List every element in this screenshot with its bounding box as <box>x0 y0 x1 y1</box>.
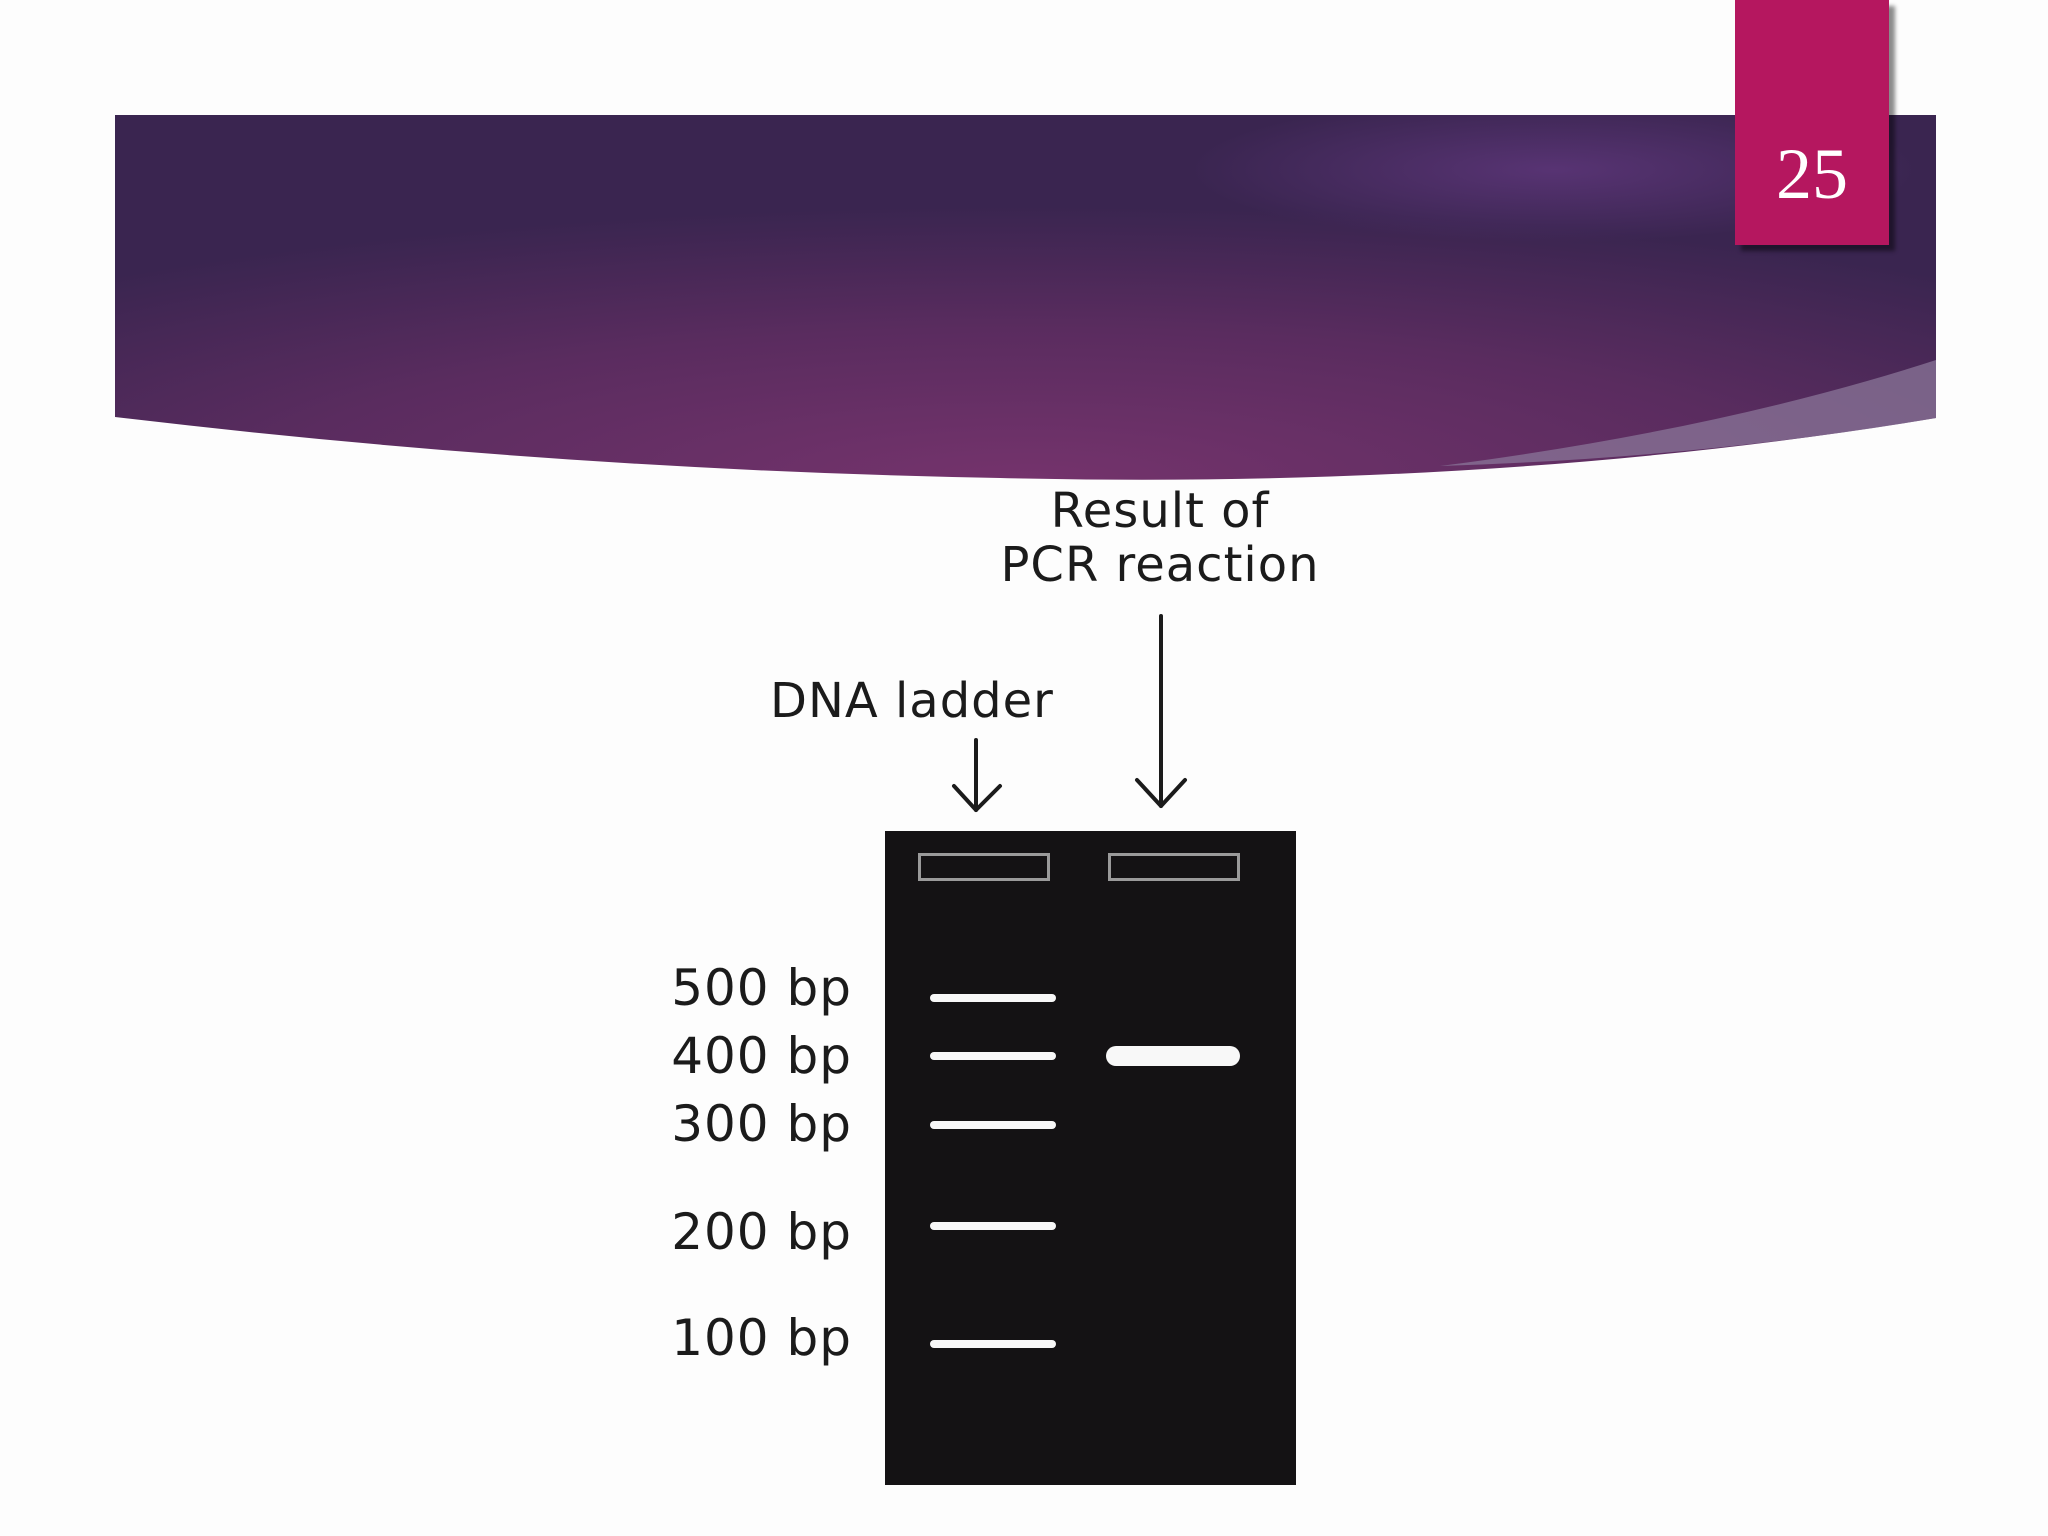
ladder-band-100 <box>930 1340 1056 1348</box>
page-number-badge: 25 <box>1735 0 1889 245</box>
pcr-product-band <box>1106 1046 1240 1066</box>
ladder-size-300: 300 bp <box>671 1095 852 1153</box>
ladder-size-100: 100 bp <box>671 1309 852 1367</box>
dna-ladder-label: DNA ladder <box>770 673 1054 729</box>
agarose-gel <box>885 831 1296 1485</box>
down-arrow-icon <box>952 738 1002 812</box>
ladder-band-300 <box>930 1121 1056 1129</box>
page-number: 25 <box>1776 134 1848 214</box>
title-banner <box>115 115 1936 480</box>
down-arrow-icon <box>1135 614 1187 808</box>
pcr-label-line-1: Result of <box>1050 483 1270 539</box>
pcr-result-label: Result of PCR reaction <box>950 484 1370 592</box>
ladder-size-200: 200 bp <box>671 1203 852 1261</box>
ladder-size-500: 500 bp <box>671 959 852 1017</box>
ladder-well <box>918 853 1050 881</box>
ladder-size-400: 400 bp <box>671 1027 852 1085</box>
ladder-band-400 <box>930 1052 1056 1060</box>
ladder-band-200 <box>930 1222 1056 1230</box>
sample-well <box>1108 853 1240 881</box>
pcr-label-line-2: PCR reaction <box>1000 537 1320 593</box>
ladder-band-500 <box>930 994 1056 1002</box>
